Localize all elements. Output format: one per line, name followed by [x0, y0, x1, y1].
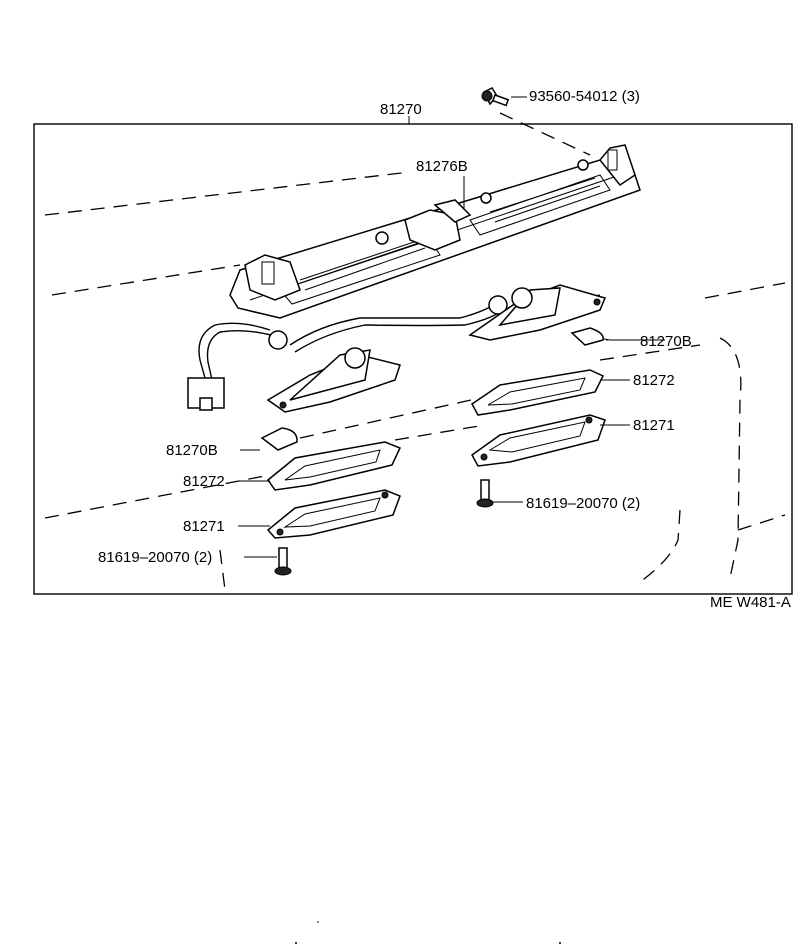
label-housing: 81276B: [416, 158, 468, 175]
label-bulb-left: 81270B: [166, 442, 218, 459]
right-socket: [468, 284, 607, 341]
lens-right: [471, 414, 606, 467]
lamp-housing: [229, 144, 641, 319]
screw-left: [274, 547, 292, 576]
assembly-frame: [33, 123, 793, 595]
label-figure-code: ME W481-A: [710, 594, 791, 611]
top-screw: [481, 87, 510, 107]
gasket-left: [266, 441, 402, 491]
label-screw-left: 81619–20070 (2): [98, 549, 212, 566]
scan-specks: [295, 921, 561, 944]
bulb-right: [570, 327, 611, 346]
label-gasket-right: 81272: [633, 372, 675, 389]
leader-lines: [238, 96, 665, 558]
label-lens-left: 81271: [183, 518, 225, 535]
label-gasket-left: 81272: [183, 473, 225, 490]
gasket-right: [471, 369, 605, 416]
bulb-left: [260, 427, 298, 451]
left-socket: [266, 347, 401, 413]
label-screw-right: 81619–20070 (2): [526, 495, 640, 512]
label-lens-right: 81271: [633, 417, 675, 434]
guide-lines: [44, 112, 786, 591]
wiring-harness: [187, 295, 508, 411]
screw-right: [476, 479, 494, 508]
label-screw-top: 93560-54012 (3): [529, 88, 640, 105]
label-bulb-right-visible: 81270B: [640, 333, 692, 350]
lens-left: [266, 489, 401, 539]
label-assembly: 81270: [380, 101, 422, 118]
